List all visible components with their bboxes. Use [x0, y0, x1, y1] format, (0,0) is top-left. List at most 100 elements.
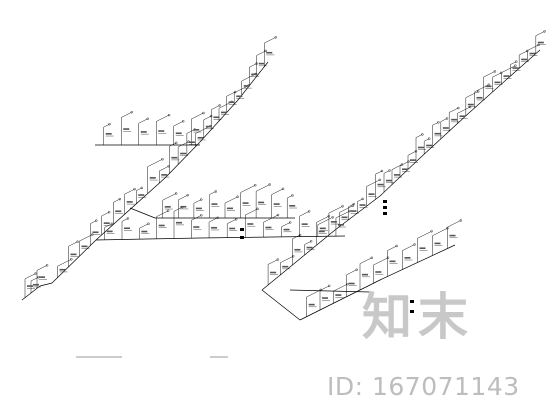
fixture-node	[446, 227, 449, 230]
label-mark	[485, 85, 492, 88]
fixture-node	[309, 240, 313, 243]
branch-stub	[208, 217, 218, 223]
branch-stub	[304, 241, 312, 245]
label-mark	[197, 136, 204, 139]
branch-stub	[113, 198, 120, 203]
fixture-node	[370, 256, 373, 259]
fixture-node	[414, 150, 418, 153]
branch-stub	[339, 205, 353, 213]
branch-stub	[211, 105, 220, 110]
branch-stub	[68, 241, 78, 247]
branch-stub	[407, 151, 417, 156]
fixture-node	[167, 165, 170, 168]
label-mark	[180, 205, 187, 208]
label-mark	[434, 242, 441, 245]
fixture-node	[166, 209, 170, 213]
branch-stub	[156, 210, 169, 217]
fixture-node	[388, 169, 391, 172]
valve-symbol	[383, 212, 387, 215]
branch-stub	[240, 185, 256, 193]
label-mark	[188, 141, 195, 144]
branch-stub	[280, 256, 294, 263]
label-mark	[294, 248, 301, 251]
fixture-node	[493, 70, 497, 73]
label-mark	[270, 271, 277, 274]
branch-stub	[227, 219, 237, 224]
fixture-node	[256, 207, 259, 211]
label-mark	[476, 96, 483, 99]
label-mark	[33, 283, 39, 286]
label-mark	[494, 81, 501, 84]
branch-stub	[328, 206, 343, 214]
fixture-node	[400, 163, 404, 166]
fixture-node	[288, 221, 292, 224]
branch-stub	[138, 118, 148, 124]
label-mark	[242, 202, 249, 204]
branch-stub	[57, 259, 72, 267]
fixture-node	[45, 264, 49, 267]
branch-stub	[226, 91, 236, 97]
label-mark	[419, 247, 426, 250]
fixture-node	[254, 184, 257, 187]
fixture-node	[70, 258, 73, 261]
branch-stub	[79, 234, 93, 242]
branch-pipes	[24, 31, 545, 317]
label-mark	[442, 127, 449, 129]
fixture-node	[291, 194, 294, 197]
label-mark	[335, 294, 342, 296]
label-mark	[161, 174, 168, 176]
label-mark	[211, 203, 218, 205]
branch-stub	[366, 179, 380, 187]
label-mark	[193, 226, 200, 228]
label-mark	[258, 62, 265, 65]
label-mark	[301, 223, 308, 225]
branch-stub	[299, 211, 310, 217]
label-mark	[386, 179, 392, 182]
fixture-node	[174, 192, 178, 195]
branch-stub	[271, 188, 284, 195]
branch-stub	[173, 121, 184, 127]
valve-symbol	[410, 300, 414, 303]
fixture-node	[186, 193, 189, 197]
label-mark	[126, 201, 133, 203]
branch-stub	[256, 184, 270, 192]
branch-stub	[316, 216, 329, 223]
label-mark	[227, 207, 233, 210]
branch-stub	[193, 199, 202, 204]
label-mark	[39, 276, 45, 278]
label-mark	[27, 285, 33, 287]
label-mark	[138, 194, 145, 196]
fixture-node	[268, 183, 271, 186]
label-mark	[377, 183, 384, 186]
fixture-node	[352, 202, 356, 206]
branch-stub	[319, 285, 330, 291]
branch-stub	[447, 220, 461, 228]
label-mark	[205, 125, 212, 128]
fixture-node	[427, 137, 431, 140]
valve-symbol	[383, 200, 387, 203]
label-mark	[258, 201, 265, 204]
label-mark	[512, 67, 519, 69]
label-mark	[105, 133, 112, 135]
label-mark	[213, 116, 220, 119]
fixture-node	[108, 122, 111, 126]
fixture-node	[543, 30, 546, 33]
fixture-node	[181, 120, 185, 123]
fixture-node	[514, 60, 518, 63]
label-mark	[251, 73, 258, 76]
fixture-node	[76, 240, 79, 243]
label-mark	[404, 257, 411, 259]
fixture-node	[281, 187, 285, 191]
fixture-node	[161, 158, 164, 161]
branch-stub	[104, 223, 113, 228]
fixture-node	[147, 222, 150, 225]
label-mark	[350, 210, 357, 212]
label-mark	[211, 226, 218, 229]
fixture-node	[107, 210, 111, 214]
fixture-node	[468, 105, 472, 109]
label-mark	[283, 228, 290, 231]
label-mark	[341, 216, 348, 219]
watermark-logo: 知末	[362, 288, 474, 346]
branch-stub	[121, 112, 132, 118]
label-mark	[70, 253, 77, 256]
